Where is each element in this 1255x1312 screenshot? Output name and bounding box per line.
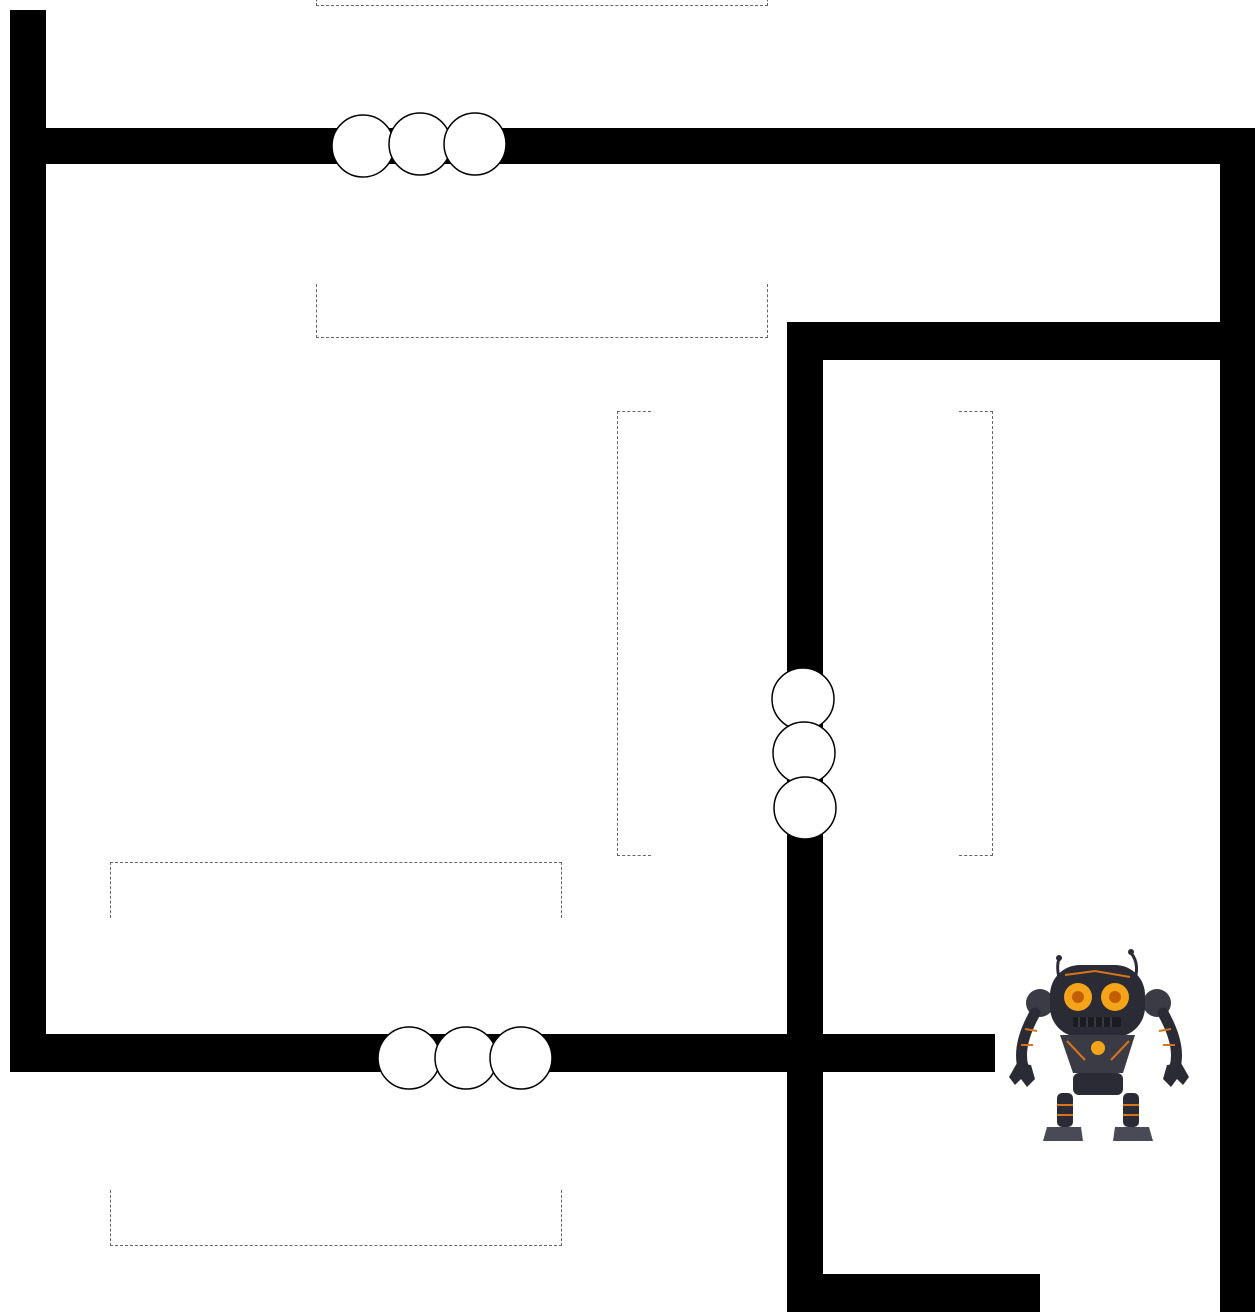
drop-slot-right-bracket[interactable] [959,411,993,856]
wall-inner-top-horizontal [787,322,1255,360]
gate-bead [435,1027,497,1089]
middle-gate[interactable] [768,666,840,844]
gate-bead [774,777,836,839]
gate-bead [444,113,506,175]
wall-right-vertical [1220,128,1255,1312]
gate-bead [772,668,834,730]
wall-left-vertical [10,10,46,1070]
drop-slot-middle-left[interactable] [110,862,562,918]
wall-bottom-right-stub [787,1274,1040,1312]
drop-slot-left-bracket[interactable] [617,411,651,856]
gate-bead [389,113,451,175]
top-gate[interactable] [330,110,510,180]
drop-slot-top[interactable] [316,0,768,6]
drop-slot-upper[interactable] [316,284,768,338]
wall-top-horizontal [10,128,1255,164]
drop-slot-bottom[interactable] [110,1190,562,1246]
gate-bead [332,115,394,177]
gate-bead [773,722,835,784]
robot-icon[interactable] [995,945,1200,1150]
gate-bead [378,1027,440,1089]
gate-bead [490,1027,552,1089]
bottom-gate[interactable] [375,1022,557,1094]
